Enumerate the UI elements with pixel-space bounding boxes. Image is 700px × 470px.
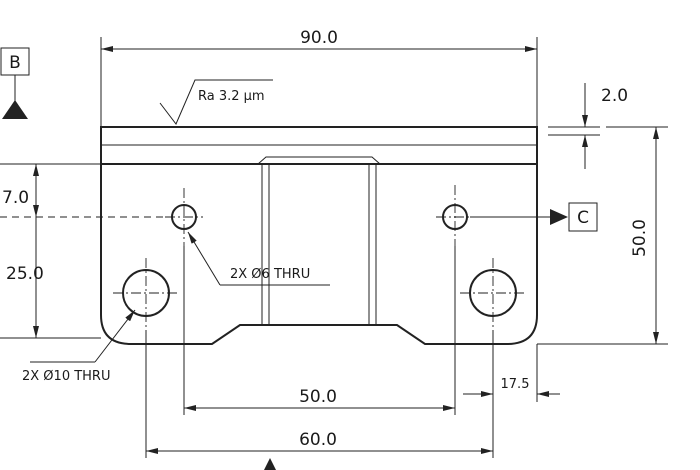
callout-large-holes: 2X Ø10 THRU [22, 309, 136, 384]
dim-overall-width: 90.0 [100, 28, 538, 127]
dim-overall-height: 50.0 [537, 126, 668, 345]
callout-small-holes-text: 2X Ø6 THRU [230, 267, 310, 282]
datum-b: B [0, 47, 30, 119]
dim-edge-to-hole: 17.5 [463, 330, 560, 402]
datum-c-label: C [577, 208, 589, 228]
large-hole-right [460, 258, 526, 330]
dim-flange-thickness: 2.0 [548, 83, 628, 169]
dim-small-hole-offset-text: 7.0 [2, 188, 29, 208]
datum-c: C [470, 202, 598, 232]
part-outline [100, 126, 538, 345]
callout-small-holes: 2X Ø6 THRU [187, 231, 330, 286]
dim-small-hole-spacing: 50.0 [183, 246, 456, 415]
dim-flange-thickness-text: 2.0 [601, 86, 628, 106]
dim-large-hole-offset-text: 25.0 [6, 264, 44, 284]
dim-small-hole-spacing-text: 50.0 [299, 387, 337, 407]
datum-b-label: B [9, 53, 21, 73]
large-hole-left [113, 258, 179, 330]
datum-b-triangle [2, 100, 28, 119]
surface-finish-symbol: Ra 3.2 µm [159, 79, 273, 125]
dim-overall-width-text: 90.0 [300, 28, 338, 48]
dim-large-hole-spacing: 60.0 [145, 330, 494, 458]
small-hole-right [436, 185, 474, 246]
surface-finish-text: Ra 3.2 µm [198, 89, 265, 104]
bottom-datum-arrow [264, 458, 276, 470]
dim-large-hole-spacing-text: 60.0 [299, 430, 337, 450]
dim-left-stack: 7.0 25.0 [0, 163, 172, 339]
dim-overall-height-text: 50.0 [630, 219, 650, 257]
datum-c-triangle [550, 209, 568, 225]
plate-body-outline [100, 164, 538, 345]
center-channel [257, 156, 381, 325]
dim-edge-to-hole-text: 17.5 [501, 377, 530, 392]
callout-large-holes-text: 2X Ø10 THRU [22, 369, 110, 384]
